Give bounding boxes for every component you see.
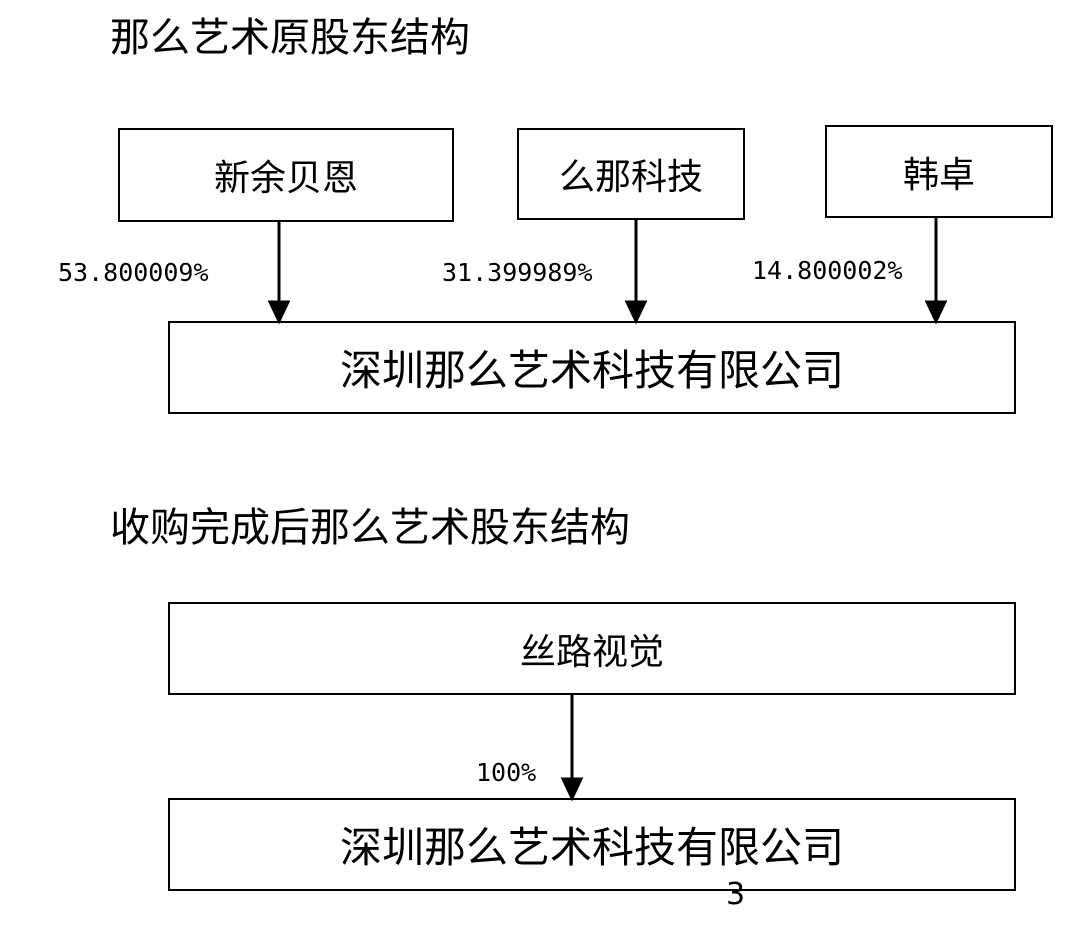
ownership-percent-mena-tech: 31.399989%	[442, 258, 593, 287]
shareholder-name: 丝路视觉	[519, 631, 664, 673]
shareholder-name: 么那科技	[558, 157, 703, 198]
shareholder-name: 韩卓	[902, 154, 975, 196]
acquirer-box-silu-vision: 丝路视觉	[168, 602, 1016, 695]
shareholder-name: 新余贝恩	[213, 158, 358, 199]
ownership-percent-xinyu-beien: 53.800009%	[58, 258, 209, 287]
arrow-head-silu-vision	[560, 777, 584, 802]
shareholder-box-xinyu-beien: 新余贝恩	[118, 128, 454, 222]
shareholder-box-mena-tech: 么那科技	[517, 128, 745, 220]
arrow-head-mena-tech	[624, 300, 648, 325]
arrow-head-han-zhuo	[924, 300, 948, 325]
shareholder-box-han-zhuo: 韩卓	[825, 125, 1053, 218]
company-name: 深圳那么艺术科技有限公司	[339, 346, 844, 395]
company-name: 深圳那么艺术科技有限公司	[339, 823, 844, 872]
ownership-percent-silu-vision: 100%	[476, 758, 537, 787]
post-acquisition-structure-title: 收购完成后那么艺术股东结构	[110, 505, 630, 551]
page-number: 3	[726, 877, 746, 912]
target-company-box-original: 深圳那么艺术科技有限公司	[168, 321, 1016, 414]
arrow-head-xinyu-beien	[267, 300, 291, 325]
target-company-box-after: 深圳那么艺术科技有限公司	[168, 798, 1016, 891]
original-structure-title: 那么艺术原股东结构	[110, 15, 470, 61]
ownership-percent-han-zhuo: 14.800002%	[752, 256, 903, 285]
